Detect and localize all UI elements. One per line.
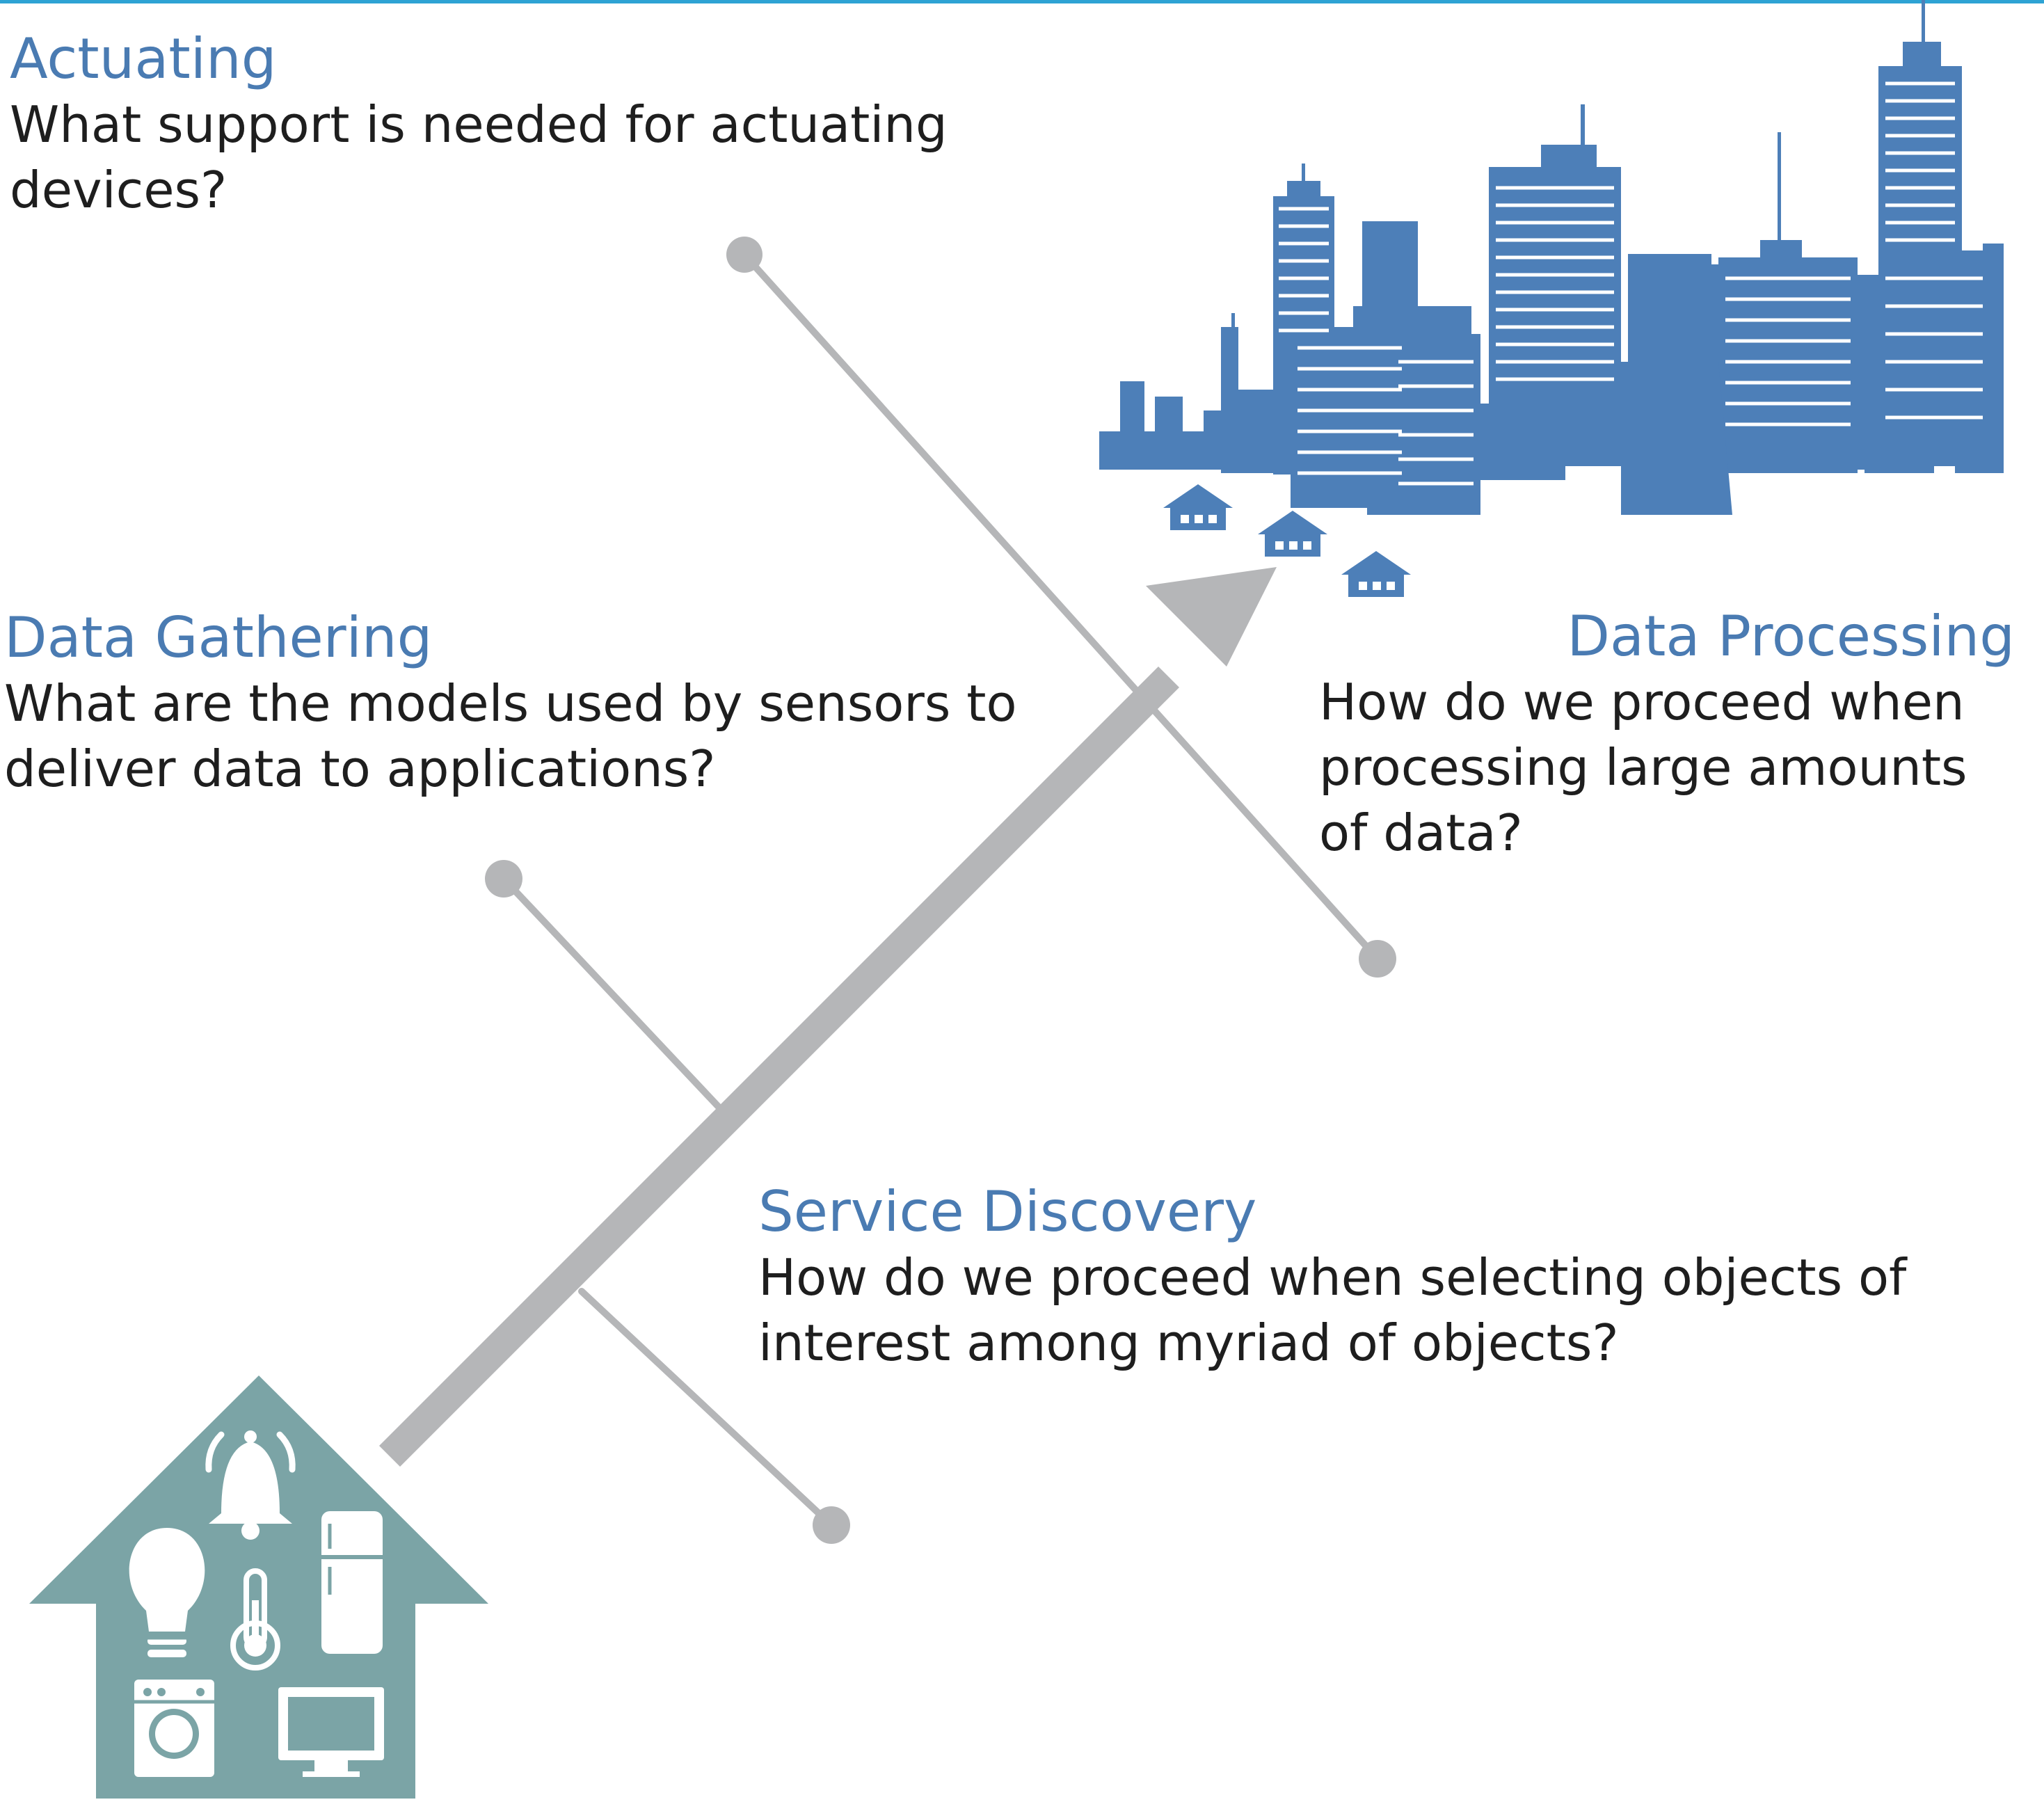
data-gathering-title: Data Gathering — [4, 605, 433, 670]
actuating-question: What support is needed for actuating dev… — [10, 95, 948, 219]
arrow-icon — [379, 567, 1277, 1467]
data-gathering-section: Data Gathering What are the models used … — [4, 605, 1089, 802]
service-discovery-question: How do we proceed when selecting objects… — [758, 1248, 1907, 1372]
actuating-connector — [741, 251, 1381, 962]
actuating-title: Actuating — [10, 26, 277, 91]
data-gathering-connector — [500, 875, 721, 1110]
data-gathering-question: What are the models used by sensors to d… — [4, 674, 1017, 798]
data-processing-dot — [1359, 940, 1396, 978]
top-rule — [0, 0, 2044, 3]
light-bulb-icon — [129, 1528, 205, 1657]
data-processing-question: How do we proceed when processing large … — [1319, 673, 1967, 862]
small-house-icon — [1163, 484, 1233, 530]
actuating-dot — [726, 237, 762, 273]
data-processing-title: Data Processing — [1567, 604, 2015, 669]
small-house-icon — [1341, 551, 1411, 597]
bell-icon — [205, 1430, 296, 1540]
actuating-section: Actuating What support is needed for act… — [10, 26, 1053, 223]
data-processing-section: Data Processing How do we proceed when p… — [1319, 604, 2015, 866]
small-house-icon — [1258, 511, 1327, 557]
service-discovery-dot — [813, 1506, 850, 1544]
service-discovery-connector — [578, 1288, 835, 1529]
data-gathering-dot — [485, 860, 522, 898]
thermometer-icon — [230, 1568, 280, 1671]
service-discovery-section: Service Discovery How do we proceed when… — [758, 1179, 2011, 1376]
service-discovery-title: Service Discovery — [758, 1179, 1257, 1244]
